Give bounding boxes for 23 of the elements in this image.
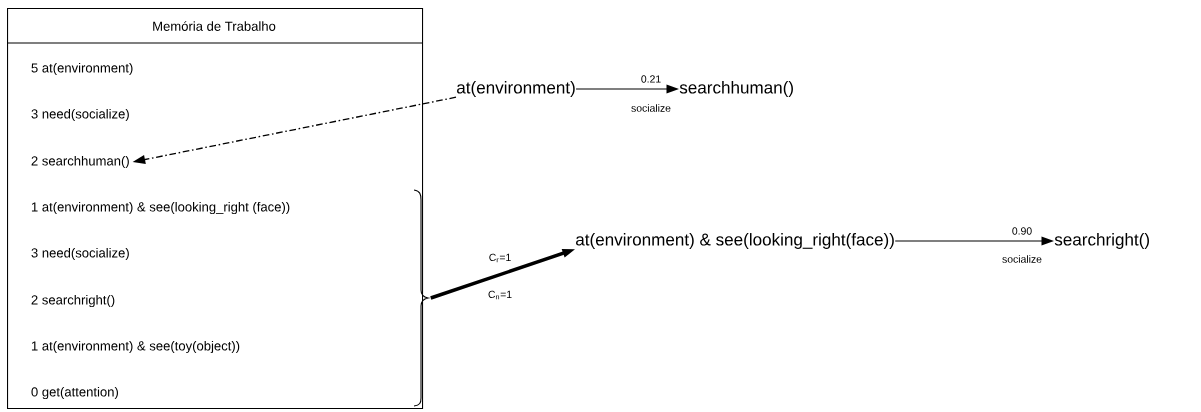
edge-label: 0.21 (641, 75, 661, 83)
arrow (132, 96, 457, 164)
edge-label: 0.90 (1012, 227, 1032, 235)
memory-entry: 3 need(socialize) (31, 108, 129, 122)
memory-entry: 1 at(environment) & see(toy(object)) (31, 340, 240, 354)
arrow-caption: socialize (1002, 255, 1042, 263)
arrow (575, 84, 679, 94)
memory-entry: 5 at(environment) (31, 62, 133, 76)
arrow (894, 236, 1054, 246)
memory-entry: 3 need(socialize) (31, 247, 129, 261)
rule-text: searchhuman() (679, 81, 793, 97)
memory-entry: 0 get(attention) (31, 386, 118, 400)
rule-text: searchright() (1054, 233, 1149, 249)
edge-label: C$_{r}$=1 (489, 253, 511, 263)
arrow-caption: socialize (631, 104, 671, 112)
rule-text: at(environment) & see(looking_right(face)) (576, 233, 894, 249)
rule-text: at(environment) (457, 81, 575, 97)
curly-brace (413, 189, 429, 407)
memory-entry: 2 searchright() (31, 294, 115, 308)
arrow-caption: C$_{n}$=1 (488, 290, 512, 300)
memory-entry: 2 searchhuman() (31, 155, 129, 169)
arrow (430, 248, 575, 300)
memory-entry: 1 at(environment) & see(looking_right (face)) (31, 201, 290, 215)
